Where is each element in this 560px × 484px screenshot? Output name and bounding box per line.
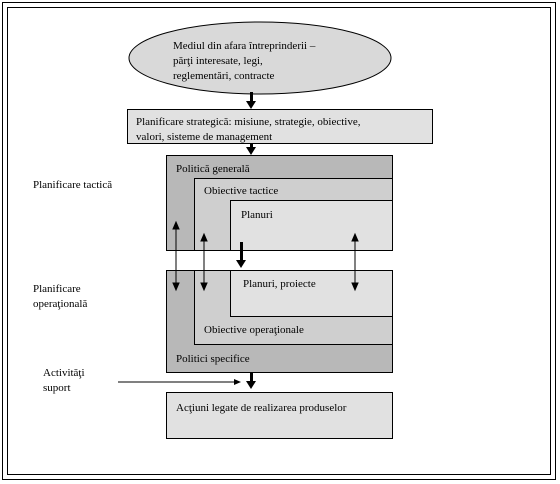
plans-label: Planuri [241, 209, 273, 221]
flow-arrow-2-shaft [250, 144, 253, 148]
general-policy-label: Politică generală [176, 163, 250, 175]
tactical-objectives-label: Obiective tactice [204, 185, 279, 197]
flow-arrow-3-head [236, 260, 246, 268]
strategic-planning-box: Planificare strategică: misiune, strateg… [127, 109, 433, 144]
outer-frame [2, 2, 556, 480]
operational-planning-label-line-2: operaţională [33, 298, 88, 310]
double-arrow-left [172, 220, 180, 292]
strategic-line-2: valori, sisteme de management [136, 131, 273, 143]
flow-arrow-1-shaft [250, 92, 253, 102]
flow-arrow-2-head [246, 147, 256, 155]
inner-frame [7, 7, 551, 475]
flow-arrow-4-head [246, 381, 256, 389]
double-arrow-right [351, 232, 359, 292]
plans-projects-box: Planuri, proiecte [230, 270, 393, 317]
environment-line-1: Mediul din afara întreprinderii – [173, 40, 316, 52]
environment-line-2: părţi interesate, legi, [173, 55, 263, 67]
product-actions-label: Acţiuni legate de realizarea produselor [176, 402, 347, 414]
operational-planning-label-line-1: Planificare [33, 283, 81, 295]
strategic-line-1: Planificare strategică: misiune, strateg… [136, 116, 361, 128]
plans-projects-label: Planuri, proiecte [243, 278, 316, 290]
environment-line-3: reglementări, contracte [173, 70, 275, 82]
plans-box: Planuri [230, 200, 393, 251]
flow-arrow-4-shaft [250, 373, 253, 382]
flow-arrow-1-head [246, 101, 256, 109]
operational-objectives-label: Obiective operaţionale [204, 324, 304, 336]
product-actions-box: Acţiuni legate de realizarea produselor [166, 392, 393, 439]
support-label-line-2: suport [43, 382, 71, 394]
flow-arrow-3-shaft [240, 242, 243, 261]
double-arrow-middle [200, 232, 208, 292]
specific-policies-label: Politici specifice [176, 353, 250, 365]
tactical-planning-label: Planificare tactică [33, 179, 113, 191]
support-label-line-1: Activităţi [43, 367, 85, 379]
